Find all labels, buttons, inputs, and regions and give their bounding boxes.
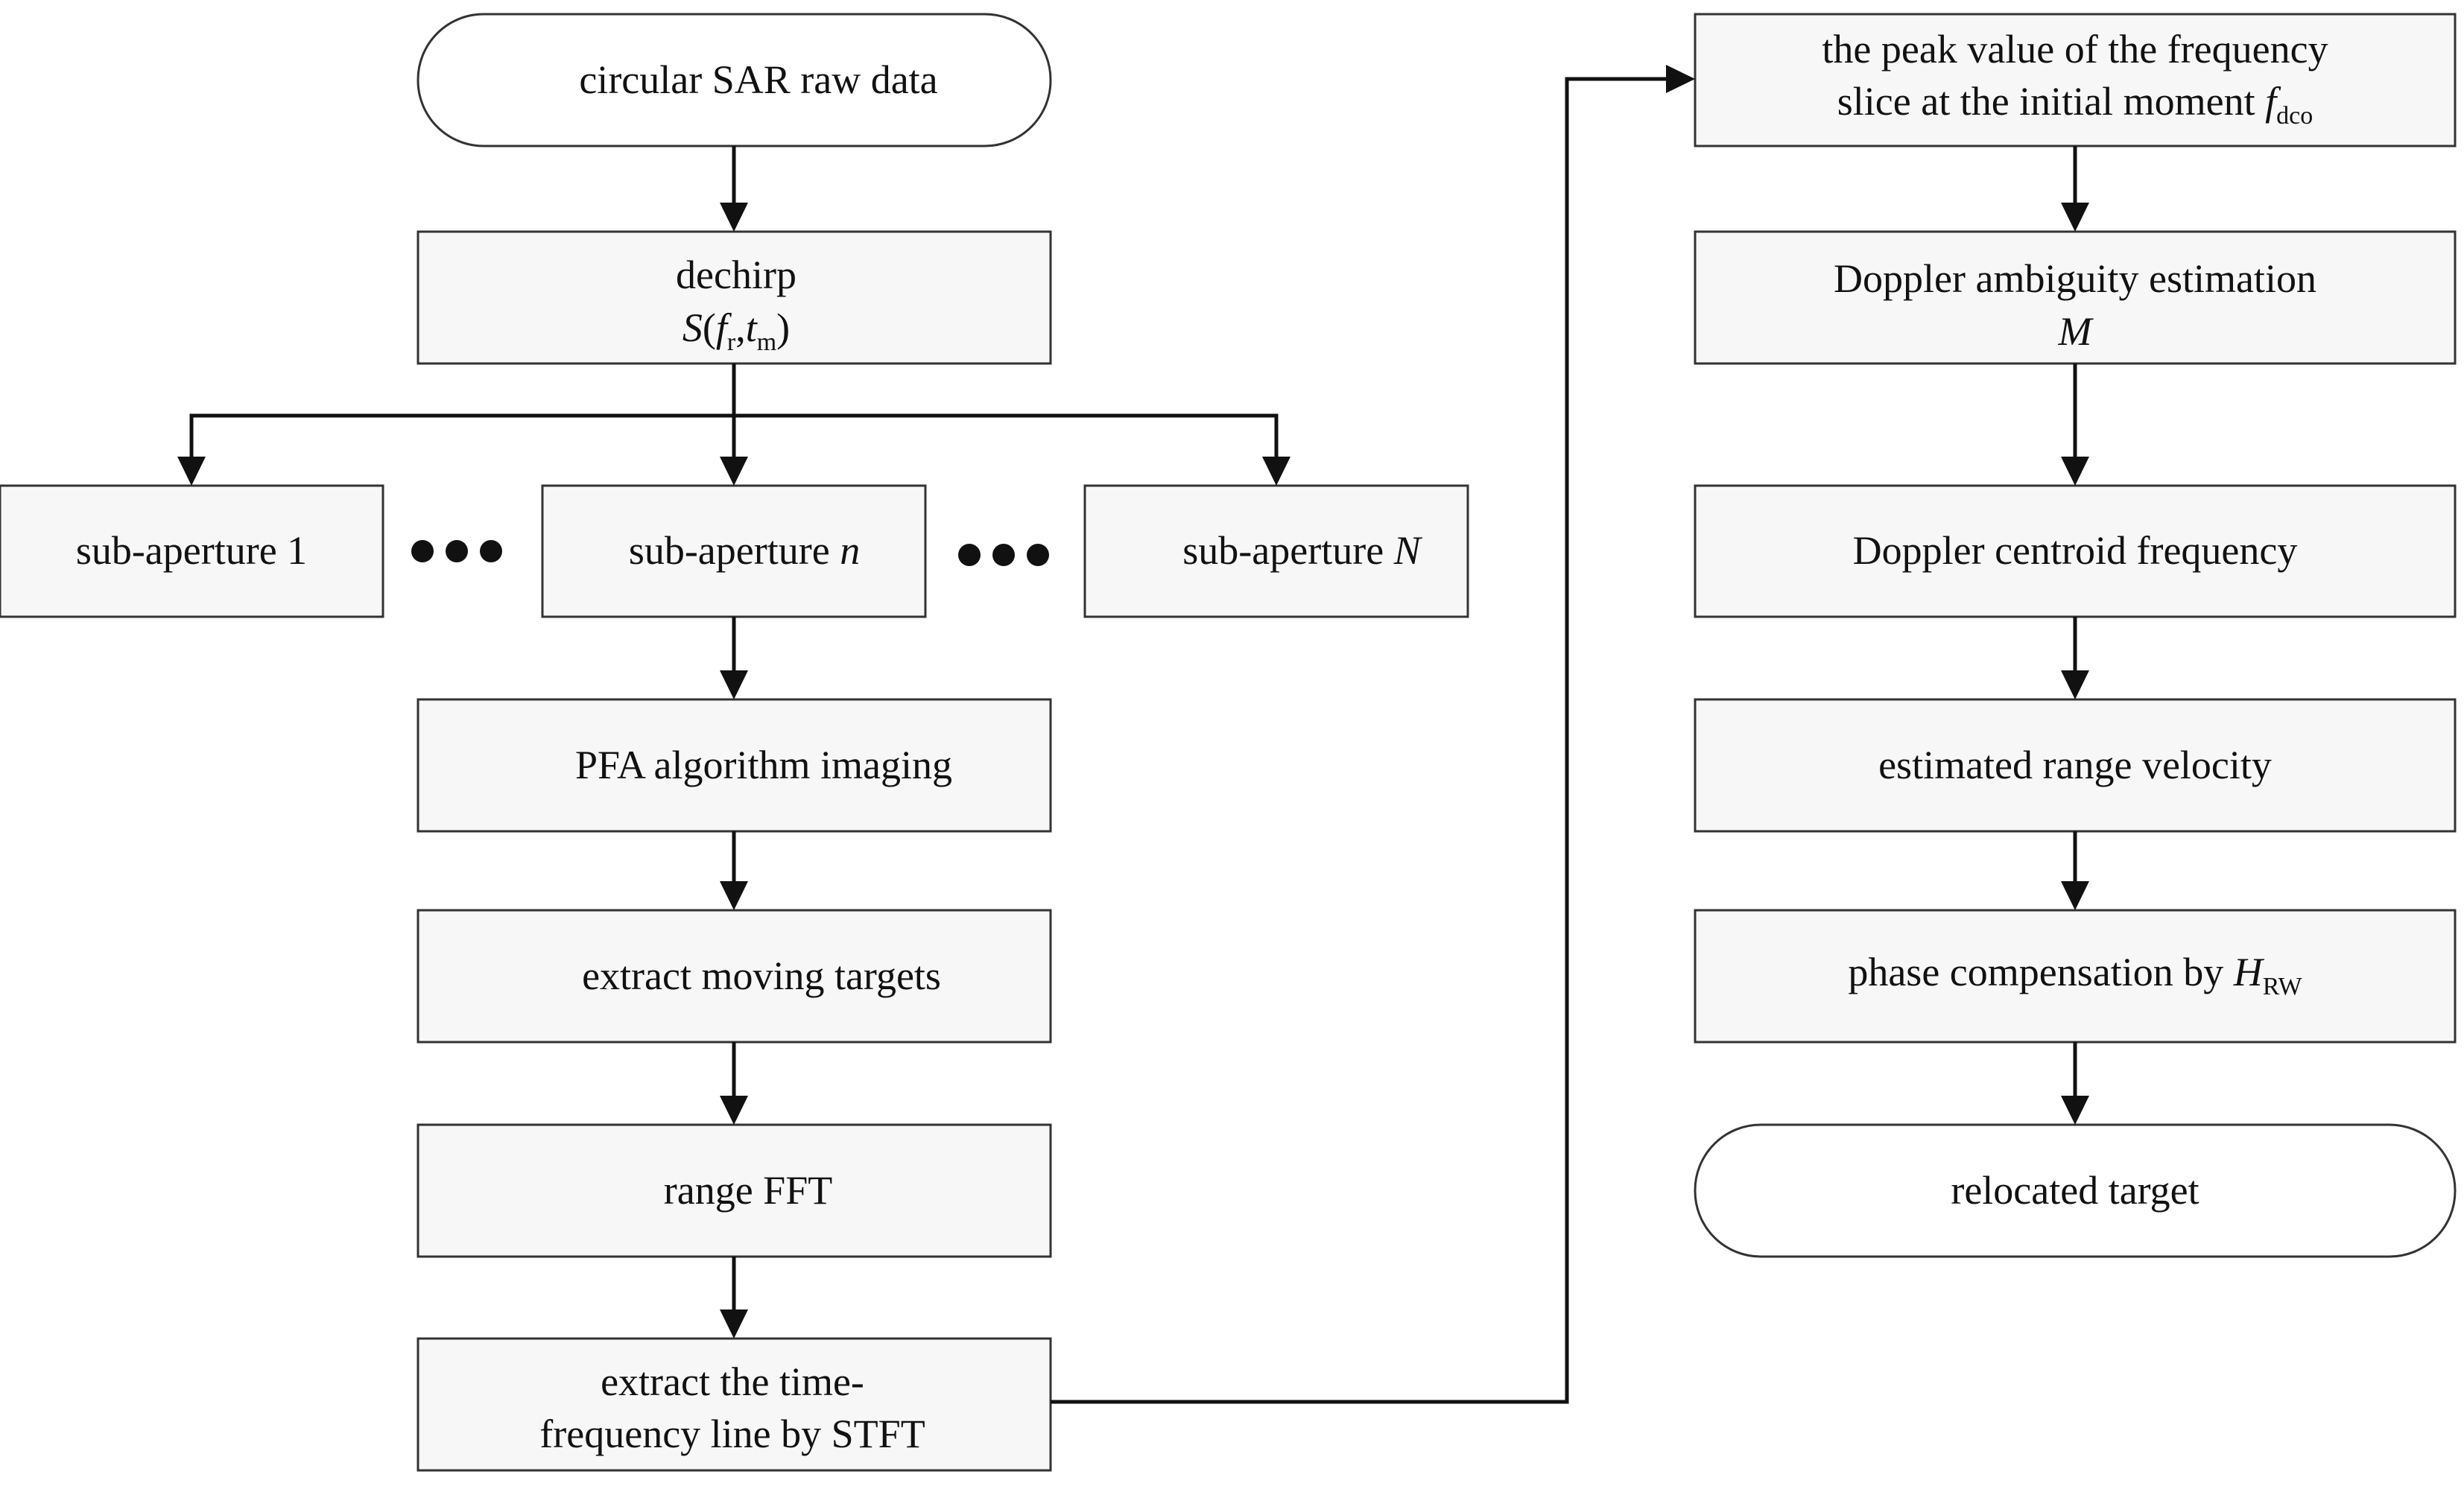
arrow-pfa-to-extract xyxy=(720,831,748,910)
arrow-compensation-to-end xyxy=(2061,1042,2089,1125)
arrow-fft-to-stft xyxy=(720,1257,748,1339)
end-node: relocated target xyxy=(1694,1123,2457,1258)
sub-aperture-n-node: sub-aperture n xyxy=(541,484,927,618)
peak-value-label-line2: slice at the initial moment fdco xyxy=(1837,79,2313,130)
arrow-velocity-to-compensation xyxy=(2061,831,2089,910)
start-node: circular SAR raw data xyxy=(417,13,1052,147)
ellipsis-left xyxy=(411,540,502,562)
peak-value-label-line1: the peak value of the frequency xyxy=(1822,27,2328,72)
phase-compensation-node: phase compensation by HRW xyxy=(1694,909,2457,1044)
arrow-start-to-dechirp xyxy=(720,146,748,232)
start-label: circular SAR raw data xyxy=(579,57,937,102)
arrow-peak-to-ambiguity xyxy=(2061,146,2089,232)
arrow-stft-to-peak xyxy=(1051,65,1695,1404)
stft-label-line1: extract the time- xyxy=(601,1359,864,1404)
stft-node: extract the time- frequency line by STFT xyxy=(417,1337,1052,1472)
arrow-sub-aperture-to-pfa xyxy=(720,617,748,699)
extract-moving-targets-node: extract moving targets xyxy=(417,909,1052,1044)
arrow-extract-to-fft xyxy=(720,1042,748,1125)
extract-moving-targets-label: extract moving targets xyxy=(582,953,941,998)
phase-compensation-label: phase compensation by HRW xyxy=(1848,950,2302,1000)
doppler-centroid-label: Doppler centroid frequency xyxy=(1853,528,2298,573)
sub-aperture-1-label: sub-aperture 1 xyxy=(76,528,307,573)
arrow-ambiguity-to-centroid xyxy=(2061,363,2089,486)
range-fft-label: range FFT xyxy=(664,1168,832,1213)
peak-value-node: the peak value of the frequency slice at… xyxy=(1694,13,2457,147)
sub-aperture-N-label: sub-aperture N xyxy=(1182,528,1422,573)
sub-aperture-1-node: sub-aperture 1 xyxy=(0,484,384,618)
pfa-imaging-node: PFA algorithm imaging xyxy=(417,698,1052,833)
range-velocity-node: estimated range velocity xyxy=(1694,698,2457,833)
pfa-imaging-label: PFA algorithm imaging xyxy=(575,743,952,787)
doppler-centroid-node: Doppler centroid frequency xyxy=(1694,484,2457,618)
end-label: relocated target xyxy=(1951,1168,2199,1213)
ellipsis-right xyxy=(958,544,1049,566)
sub-aperture-n-label: sub-aperture n xyxy=(629,528,860,573)
dechirp-label: dechirp xyxy=(676,253,796,297)
range-velocity-label: estimated range velocity xyxy=(1878,743,2272,787)
range-fft-node: range FFT xyxy=(417,1123,1052,1258)
sub-aperture-N-node: sub-aperture N xyxy=(1083,484,1469,618)
doppler-ambiguity-node: Doppler ambiguity estimation M xyxy=(1694,230,2457,365)
doppler-ambiguity-symbol: M xyxy=(2058,309,2094,354)
doppler-ambiguity-label: Doppler ambiguity estimation xyxy=(1834,256,2316,301)
arrow-centroid-to-velocity xyxy=(2061,617,2089,699)
stft-label-line2: frequency line by STFT xyxy=(539,1412,925,1456)
dechirp-node: dechirp S(fr,tm) xyxy=(417,230,1052,365)
arrow-dechirp-to-sub-apertures xyxy=(177,363,1290,486)
